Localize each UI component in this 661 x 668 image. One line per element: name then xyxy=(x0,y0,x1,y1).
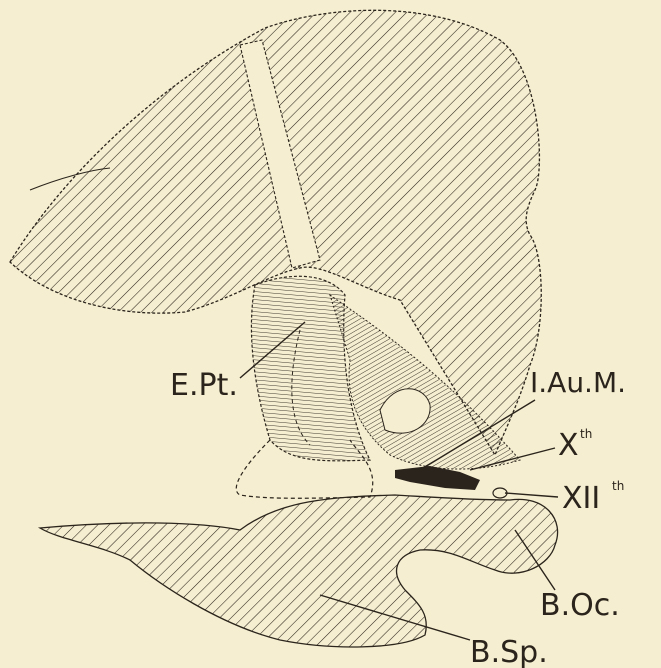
label-iaum: I.Au.M. xyxy=(530,366,626,399)
lower-bone-mass xyxy=(40,495,558,647)
label-x-sup: th xyxy=(580,427,592,441)
label-bsp: B.Sp. xyxy=(470,635,548,668)
label-x: X xyxy=(558,428,579,463)
label-boc: B.Oc. xyxy=(540,588,620,623)
nerve-strip xyxy=(395,466,480,490)
label-xii: XII xyxy=(562,481,600,516)
label-ept: E.Pt. xyxy=(170,368,238,403)
leader-xii xyxy=(505,493,558,497)
label-xii-sup: th xyxy=(612,479,624,493)
xii-foramen xyxy=(493,488,507,498)
